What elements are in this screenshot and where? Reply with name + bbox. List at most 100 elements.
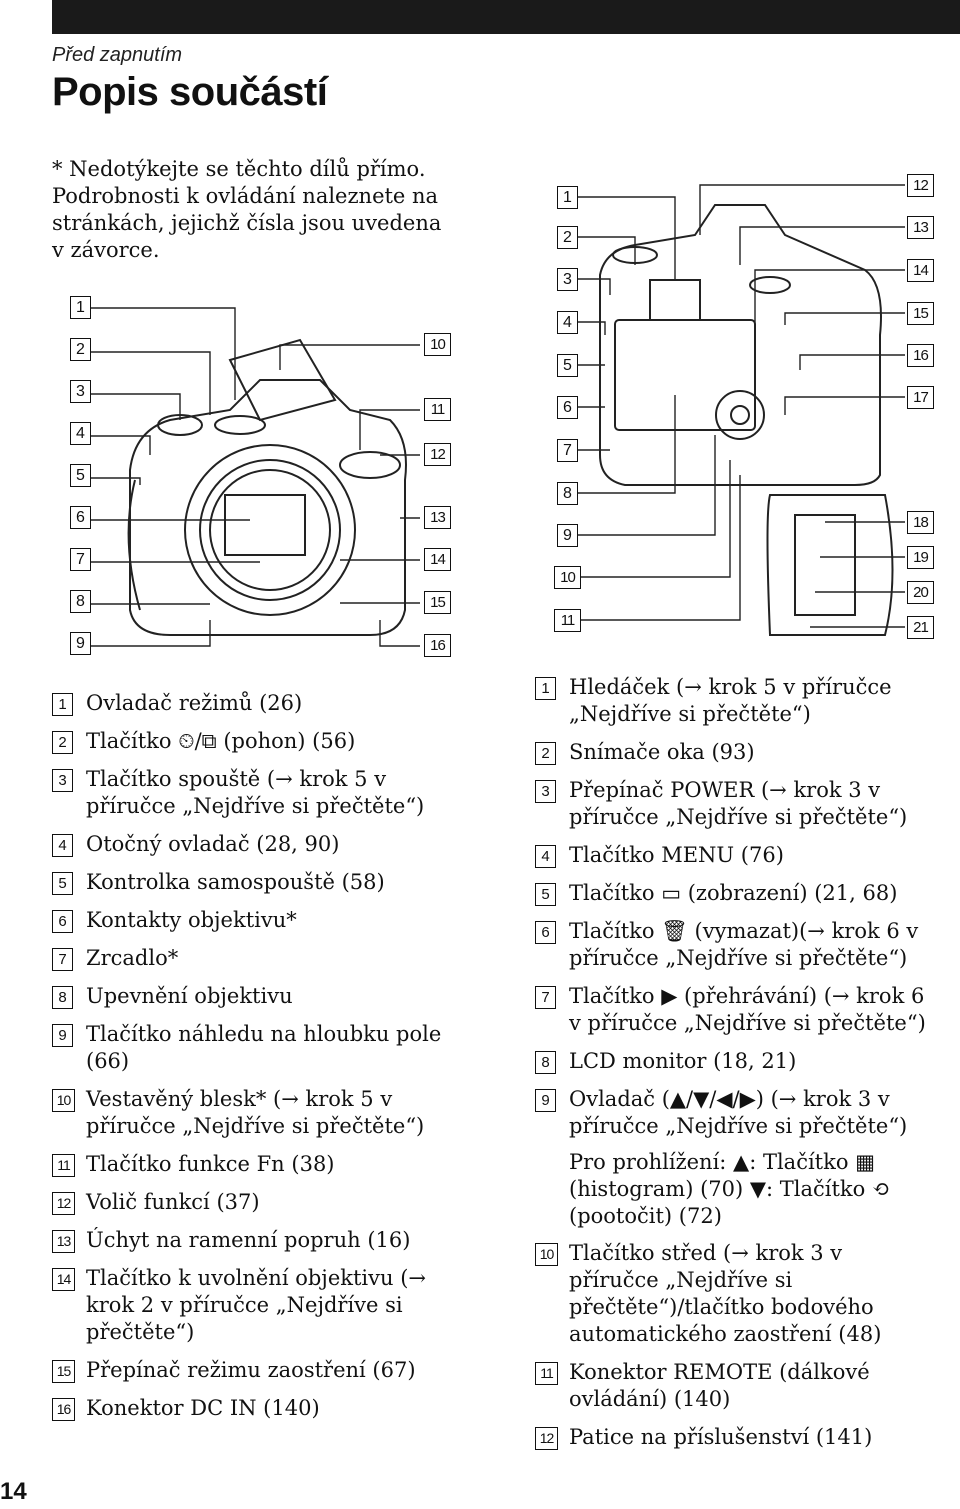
back-callout-11: 11 <box>554 609 581 632</box>
back-callout-17: 17 <box>907 386 934 409</box>
item-number: 6 <box>52 910 73 933</box>
item-text: Patice na příslušenství (141) <box>569 1425 873 1449</box>
front-callout-11: 11 <box>424 398 451 421</box>
item-text: Přepínač POWER (→ krok 3 v příručce „Nej… <box>569 778 908 829</box>
item-number: 2 <box>52 731 73 754</box>
back-callout-6: 6 <box>557 396 578 419</box>
item-number: 6 <box>535 921 556 944</box>
list-item: 5 Kontrolka samospouště (58) <box>52 869 472 896</box>
back-callout-2: 2 <box>557 226 578 249</box>
item-number: 2 <box>535 742 556 765</box>
item-number: 14 <box>52 1268 75 1291</box>
back-callout-16: 16 <box>907 344 934 367</box>
item-number: 9 <box>52 1024 73 1047</box>
front-callout-16: 16 <box>424 634 451 657</box>
back-callout-21: 21 <box>907 616 934 639</box>
list-item: 10 Vestavěný blesk* (→ krok 5 v příručce … <box>52 1086 472 1140</box>
item-number: 7 <box>535 986 556 1009</box>
item-number: 5 <box>52 872 73 895</box>
item-text: Úchyt na ramenní popruh (16) <box>86 1228 411 1252</box>
front-callout-3: 3 <box>70 380 91 403</box>
section-label: Před zapnutím <box>52 44 183 66</box>
item-text: Ovladač režimů (26) <box>86 691 303 715</box>
item-text: Upevnění objektivu <box>86 984 293 1008</box>
back-callout-13: 13 <box>907 216 934 239</box>
item-text: Ovladač (▲/▼/◀/▶) (→ krok 3 v příručce „… <box>569 1087 908 1138</box>
item-text: Tlačítko náhledu na hloubku pole (66) <box>86 1022 442 1073</box>
list-item: 14 Tlačítko k uvolnění objektivu (→ krok … <box>52 1265 472 1346</box>
list-item: 7 Tlačítko ▶ (přehrávání) (→ krok 6 v pří… <box>535 983 935 1037</box>
back-callout-18: 18 <box>907 511 934 534</box>
item-text: Pro prohlížení: ▲: Tlačítko ▦ (histogram… <box>569 1150 890 1228</box>
item-number: 13 <box>52 1230 75 1253</box>
item-text: Tlačítko střed (→ krok 3 v příručce „Nej… <box>569 1241 882 1346</box>
item-text: Kontrolka samospouště (58) <box>86 870 385 894</box>
item-text: Tlačítko funkce Fn (38) <box>86 1152 335 1176</box>
item-text: LCD monitor (18, 21) <box>569 1049 797 1073</box>
item-text: Tlačítko k uvolnění objektivu (→ krok 2 … <box>86 1266 426 1344</box>
item-text: Tlačítko ▭ (zobrazení) (21, 68) <box>569 881 898 905</box>
front-callout-6: 6 <box>70 506 91 529</box>
camera-back-illustration <box>570 184 905 636</box>
item-text: Tlačítko MENU (76) <box>569 843 784 867</box>
back-callout-8: 8 <box>557 482 578 505</box>
back-callout-1: 1 <box>557 186 578 209</box>
back-callout-12: 12 <box>907 174 934 197</box>
front-callout-10: 10 <box>424 333 451 356</box>
item-text: Zrcadlo* <box>86 946 179 970</box>
back-callout-4: 4 <box>557 311 578 334</box>
item-number: 16 <box>52 1398 75 1421</box>
list-item: 9 Tlačítko náhledu na hloubku pole (66) <box>52 1021 472 1075</box>
item-number: 12 <box>52 1192 75 1215</box>
back-callout-14: 14 <box>907 259 934 282</box>
item-text: Kontakty objektivu* <box>86 908 297 932</box>
back-callout-3: 3 <box>557 268 578 291</box>
intro-note: * Nedotýkejte se těchto dílů přímo. Podr… <box>52 157 442 262</box>
back-callout-5: 5 <box>557 354 578 377</box>
front-callout-13: 13 <box>424 506 451 529</box>
item-text: Konektor DC IN (140) <box>86 1396 320 1420</box>
item-text: Tlačítko ▶ (přehrávání) (→ krok 6 v přír… <box>569 984 926 1035</box>
item-number: 3 <box>535 780 556 803</box>
item-number: 5 <box>535 883 556 906</box>
item-text: Tlačítko 🗑 (vymazat)(→ krok 6 v příručce… <box>569 919 919 970</box>
list-item: 6 Tlačítko 🗑 (vymazat)(→ krok 6 v příručc… <box>535 918 935 972</box>
camera-front-illustration <box>85 307 420 647</box>
list-item: 9 Ovladač (▲/▼/◀/▶) (→ krok 3 v příručce … <box>535 1086 935 1140</box>
item-number: 9 <box>535 1089 556 1112</box>
item-number: 1 <box>535 677 556 700</box>
front-callout-5: 5 <box>70 464 91 487</box>
item-text: Volič funkcí (37) <box>86 1190 260 1214</box>
playback-note: Pro prohlížení: ▲: Tlačítko ▦ (histogram… <box>535 1149 935 1230</box>
item-number: 10 <box>52 1089 75 1112</box>
item-number: 11 <box>535 1362 558 1385</box>
item-text: Vestavěný blesk* (→ krok 5 v příručce „N… <box>86 1087 425 1138</box>
list-item: 3 Tlačítko spouště (→ krok 5 v příručce „… <box>52 766 472 820</box>
list-item: 6 Kontakty objektivu* <box>52 907 472 934</box>
page-title: Popis součástí <box>52 70 328 114</box>
list-item: 5 Tlačítko ▭ (zobrazení) (21, 68) <box>535 880 935 907</box>
item-number: 8 <box>52 986 73 1009</box>
front-callout-9: 9 <box>70 632 91 655</box>
front-callout-15: 15 <box>424 591 451 614</box>
list-item: 3 Přepínač POWER (→ krok 3 v příručce „Ne… <box>535 777 935 831</box>
back-callout-20: 20 <box>907 581 934 604</box>
item-text: Tlačítko spouště (→ krok 5 v příručce „N… <box>86 767 425 818</box>
item-number: 4 <box>52 834 73 857</box>
item-number: 3 <box>52 769 73 792</box>
front-callout-4: 4 <box>70 422 91 445</box>
